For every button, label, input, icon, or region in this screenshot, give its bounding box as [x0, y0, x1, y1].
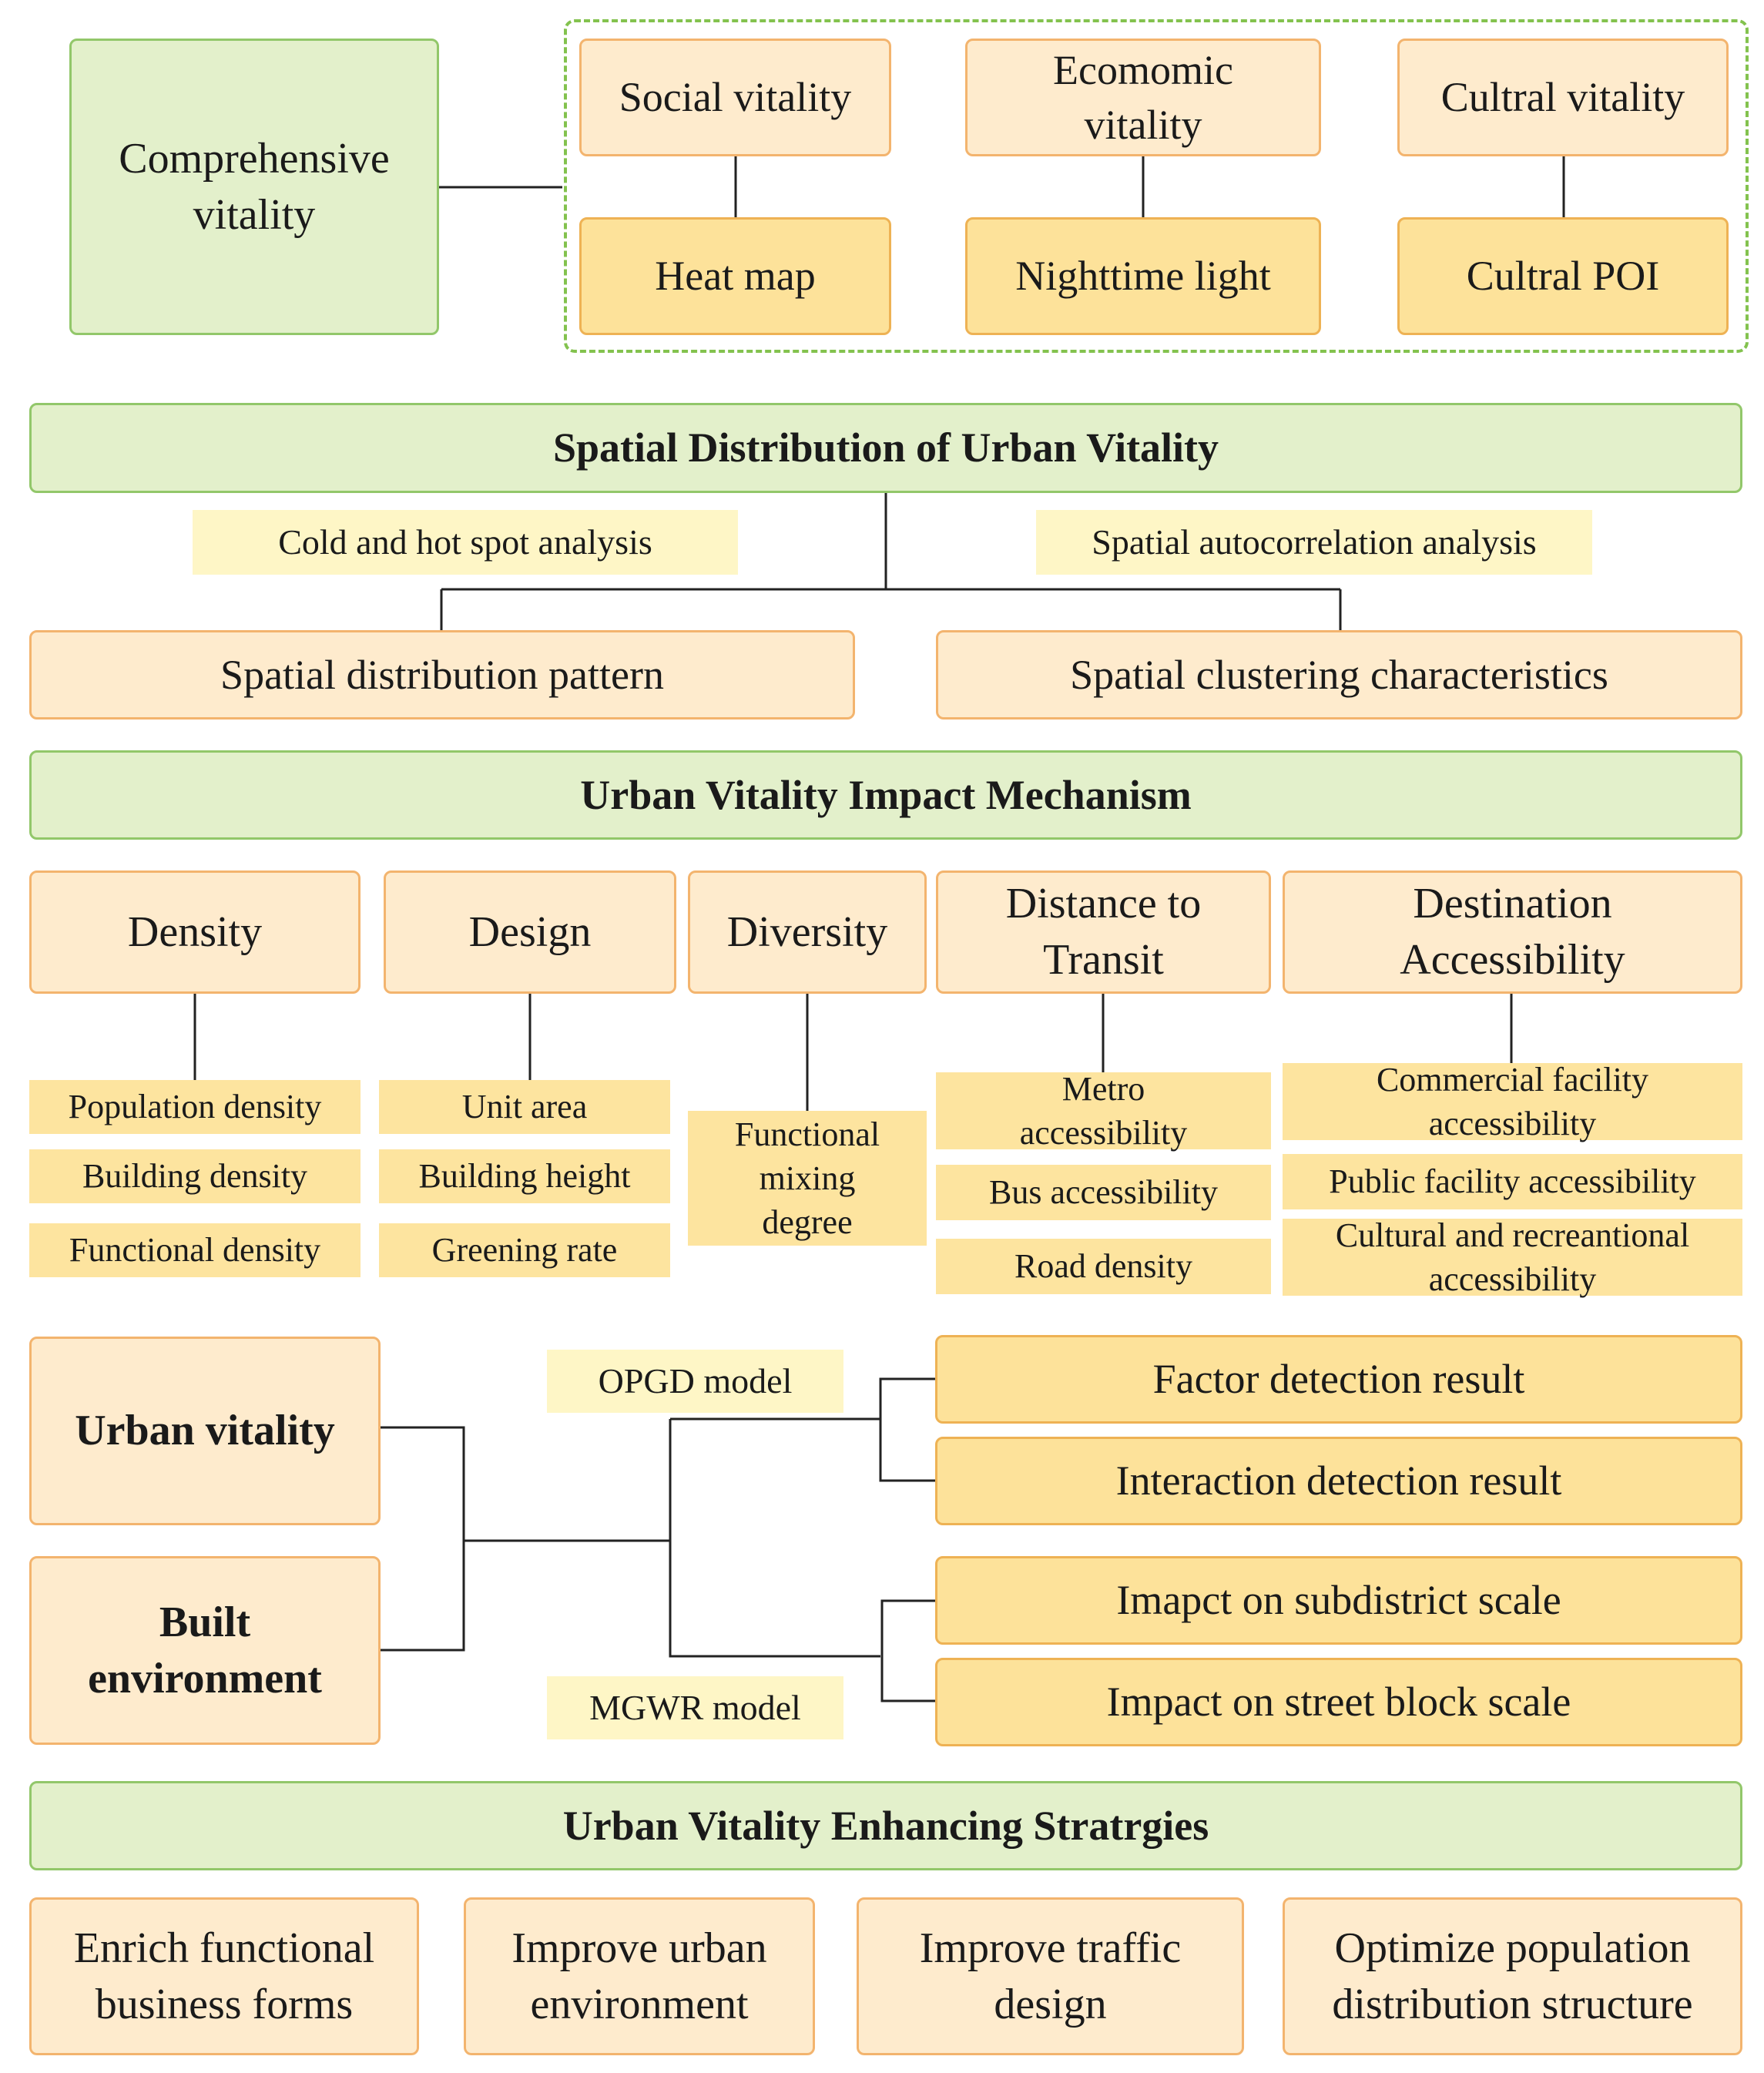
urban-vitality-box: Urban vitality [29, 1337, 381, 1525]
spatial-autocorrelation-label: Spatial autocorrelation analysis [1036, 510, 1592, 575]
metro-accessibility-item: Metro accessibility [936, 1070, 1271, 1152]
population-density-item: Population density [29, 1080, 361, 1134]
opgd-model-label: OPGD model [547, 1350, 843, 1413]
heat-map-box: Heat map [579, 217, 891, 335]
spatial-distribution-header: Spatial Distribution of Urban Vitality [29, 403, 1742, 493]
strategy-improve-traffic: Improve traffic design [857, 1897, 1244, 2055]
comprehensive-vitality-box: Comprehensive vitality [69, 39, 439, 335]
enhancing-strategies-header: Urban Vitality Enhancing Stratrgies [29, 1781, 1742, 1870]
cultural-recreational-accessibility-item: Cultural and recreantional accessibility [1283, 1216, 1742, 1298]
cultural-vitality-box: Cultral vitality [1397, 39, 1729, 156]
strategy-improve-environment: Improve urban environment [464, 1897, 815, 2055]
spatial-clustering-box: Spatial clustering characteristics [936, 630, 1742, 720]
impact-mechanism-header: Urban Vitality Impact Mechanism [29, 750, 1742, 840]
destination-accessibility-box: Destination Accessibility [1283, 870, 1742, 994]
nighttime-light-box: Nighttime light [965, 217, 1321, 335]
building-density-item: Building density [29, 1149, 361, 1203]
vitality-indicators-group [564, 19, 1749, 353]
functional-mixing-degree-item: Functional mixing degree [688, 1111, 927, 1246]
factor-detection-result-box: Factor detection result [935, 1335, 1742, 1424]
public-facility-accessibility-item: Public facility accessibility [1283, 1154, 1742, 1209]
unit-area-item: Unit area [379, 1080, 670, 1134]
subdistrict-scale-box: Imapct on subdistrict scale [935, 1556, 1742, 1645]
spatial-distribution-pattern-box: Spatial distribution pattern [29, 630, 855, 720]
commercial-facility-accessibility-item: Commercial facility accessibility [1283, 1061, 1742, 1142]
built-environment-box: Built environment [29, 1556, 381, 1745]
distance-to-transit-box: Distance to Transit [936, 870, 1271, 994]
road-density-item: Road density [936, 1239, 1271, 1294]
greening-rate-item: Greening rate [379, 1223, 670, 1277]
social-vitality-box: Social vitality [579, 39, 891, 156]
functional-density-item: Functional density [29, 1223, 361, 1277]
design-box: Design [384, 870, 676, 994]
mgwr-model-label: MGWR model [547, 1676, 843, 1739]
economic-vitality-box: Ecomomic vitality [965, 39, 1321, 156]
density-box: Density [29, 870, 361, 994]
cold-hot-spot-label: Cold and hot spot analysis [193, 510, 738, 575]
cultural-poi-box: Cultral POI [1397, 217, 1729, 335]
street-block-scale-box: Impact on street block scale [935, 1658, 1742, 1746]
interaction-detection-result-box: Interaction detection result [935, 1437, 1742, 1525]
bus-accessibility-item: Bus accessibility [936, 1165, 1271, 1220]
building-height-item: Building height [379, 1149, 670, 1203]
strategy-enrich-functional: Enrich functional business forms [29, 1897, 419, 2055]
diversity-box: Diversity [688, 870, 927, 994]
strategy-optimize-population: Optimize population distribution structu… [1283, 1897, 1742, 2055]
